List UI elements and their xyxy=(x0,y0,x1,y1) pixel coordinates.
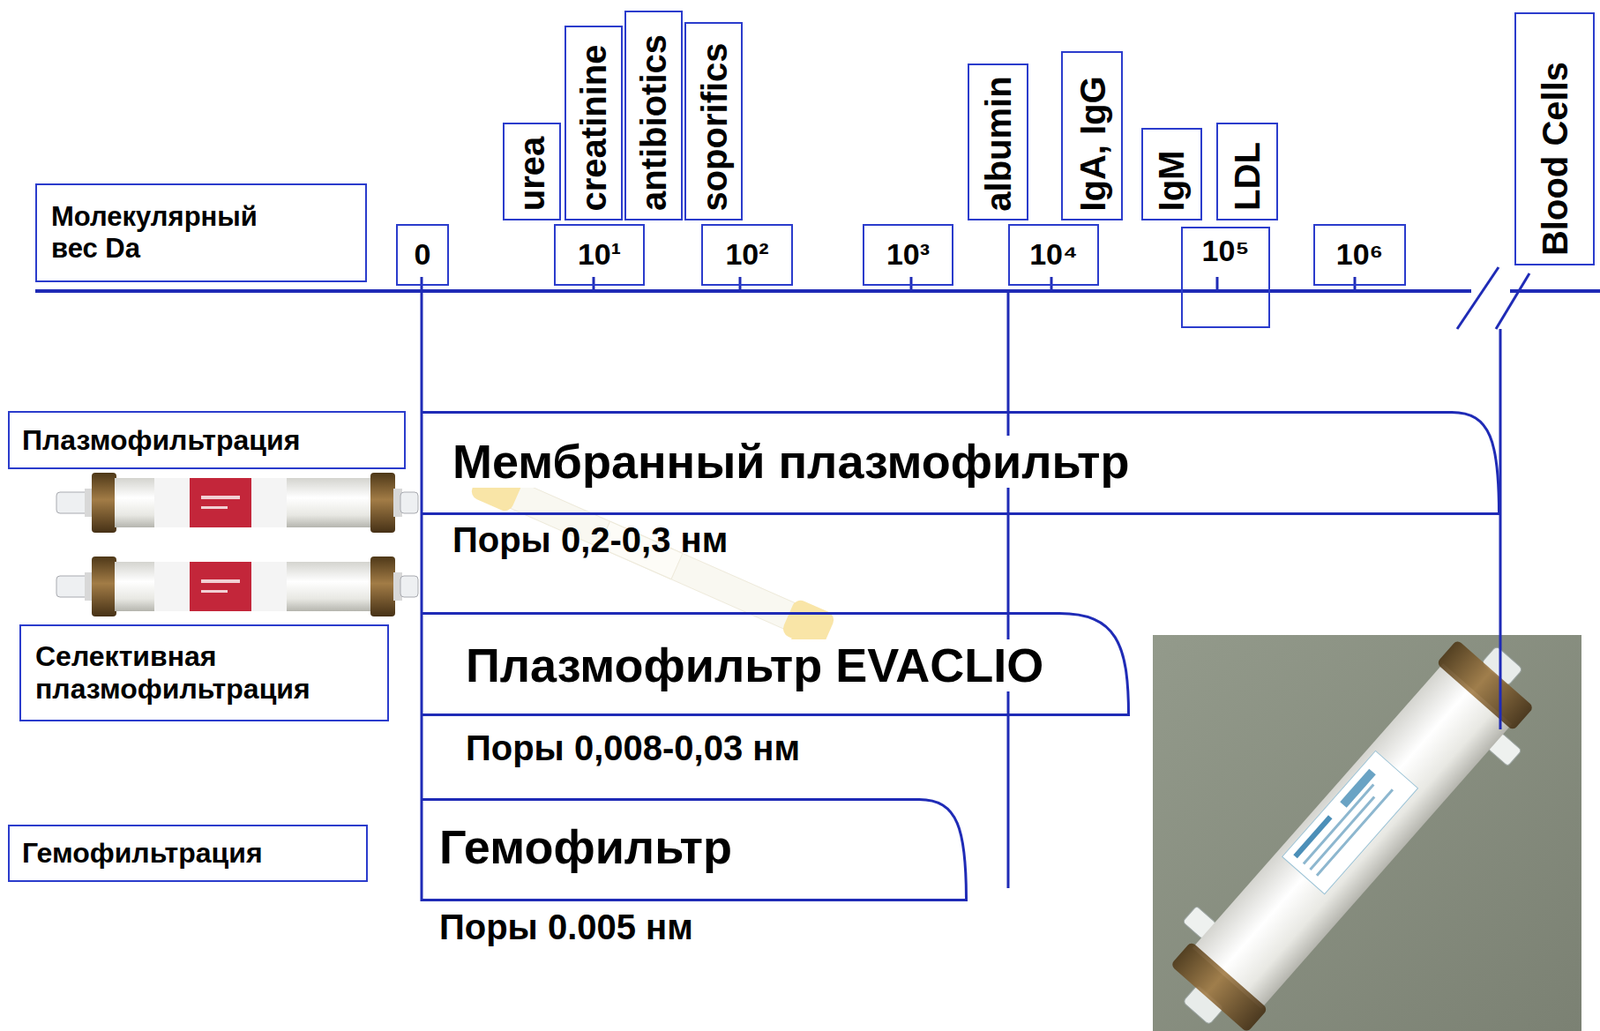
box-label: Плазмофильтрация xyxy=(22,424,300,457)
plasma-filter-photo xyxy=(370,472,396,533)
axis-value-box: 10⁵ xyxy=(1181,226,1271,329)
axis-value: 10³ xyxy=(886,237,930,272)
plasma-filter-photo xyxy=(201,590,228,593)
molecule-box: soporifics xyxy=(684,22,743,221)
box-label: Селективная плазмофильтрация xyxy=(35,640,374,706)
band-outline-path xyxy=(421,613,1129,716)
evaclio-cartridge-photo xyxy=(1339,769,1376,808)
filter-title: Мембранный плазмофильтр xyxy=(447,435,1135,488)
axis-value: 10⁵ xyxy=(1202,233,1250,269)
axis-and-guides xyxy=(1499,328,1503,730)
plasma-filter-photo xyxy=(201,506,228,509)
band-outline-path xyxy=(421,800,967,901)
filter-title: Плазмофильтр EVACLIO xyxy=(460,639,1049,692)
axis-and-guides xyxy=(1510,289,1600,293)
molecule-box: urea xyxy=(502,122,561,221)
axis-and-guides xyxy=(739,276,742,292)
vertical-label: IgM xyxy=(1151,149,1192,211)
plasma-filter-photo xyxy=(114,561,373,612)
axis-value-box: 10⁴ xyxy=(1008,224,1100,286)
axis-value: 10⁶ xyxy=(1336,237,1384,272)
plasma-filter-photo xyxy=(91,472,117,533)
axis-value-box: 10³ xyxy=(862,224,954,286)
evaclio-cartridge-photo xyxy=(1308,796,1376,871)
evaclio-cartridge-photo xyxy=(1282,750,1419,894)
plasma-filter-photo xyxy=(56,472,419,533)
plasma-filter-photo xyxy=(400,575,419,598)
axis-value: 10⁴ xyxy=(1029,237,1078,272)
vertical-label: soporifics xyxy=(693,42,734,211)
plasma-filter-photo xyxy=(91,556,117,617)
plasma-filter-photo xyxy=(154,561,287,612)
pore-size: Поры 0,2-0,3 нм xyxy=(452,522,728,558)
molecule-box: IgA, IgG xyxy=(1061,51,1123,221)
axis-and-guides xyxy=(420,291,424,902)
axis-value-box: 10⁶ xyxy=(1313,224,1406,286)
filter-title: Гемофильтр xyxy=(433,821,738,874)
vertical-label: antibiotics xyxy=(633,34,674,211)
axis-and-guides xyxy=(1216,276,1219,292)
molecule-box: creatinine xyxy=(564,25,623,221)
plasma-filter-photo xyxy=(201,579,240,584)
method-label-box: Гемофильтрация xyxy=(7,824,368,883)
axis-value-box: 10¹ xyxy=(553,224,645,286)
vertical-label: albumin xyxy=(978,75,1019,211)
method-label-box: Плазмофильтрация xyxy=(7,411,406,470)
molecule-box: albumin xyxy=(967,63,1029,221)
evaclio-cartridge-photo xyxy=(1435,639,1534,732)
axis-and-guides xyxy=(35,267,1600,902)
plasma-filter-photo xyxy=(370,556,396,617)
plasma-filter-photo xyxy=(56,556,419,617)
pore-size: Поры 0.005 нм xyxy=(439,909,694,945)
axis-and-guides xyxy=(592,276,596,292)
axis-and-guides xyxy=(1007,291,1010,889)
vertical-label: urea xyxy=(511,135,553,211)
band-outline-path xyxy=(421,412,1500,515)
pore-size: Поры 0,008-0,03 нм xyxy=(465,730,800,766)
molecule-box: IgM xyxy=(1141,127,1203,221)
molecule-box: LDL xyxy=(1216,122,1279,221)
axis-value: 10² xyxy=(725,237,769,272)
plasma-filter-photo xyxy=(201,495,240,500)
filter-band: Плазмофильтр EVACLIO Поры 0,008-0,03 нм xyxy=(421,612,1130,770)
molecule-box: antibiotics xyxy=(624,10,683,221)
plasma-filter-photo xyxy=(154,478,287,528)
axis-and-guides xyxy=(1050,276,1054,292)
vertical-label: creatinine xyxy=(573,44,614,211)
plasma-filter-photo xyxy=(189,561,252,612)
molecule-box: Blood Cells xyxy=(1514,12,1595,266)
axis-title-box: Молекулярный вес Da xyxy=(35,183,367,283)
vertical-label: Blood Cells xyxy=(1534,61,1576,256)
axis-and-guides xyxy=(1495,273,1530,329)
plasma-filter-photo xyxy=(189,478,252,528)
box-label: Молекулярный вес Da xyxy=(51,201,285,264)
axis-value: 10¹ xyxy=(577,237,621,272)
box-label: Гемофильтрация xyxy=(22,837,263,870)
evaclio-cartridge-photo xyxy=(1192,663,1512,1009)
plasma-filter-photo xyxy=(400,492,419,514)
axis-and-guides xyxy=(910,276,913,292)
evaclio-cartridge-photo xyxy=(1315,788,1394,876)
axis-and-guides xyxy=(420,276,424,292)
axis-value-box: 10² xyxy=(701,224,793,286)
filter-band: Мембранный плазмофильтрПоры 0,2-0,3 нм xyxy=(421,411,1501,561)
plasma-filter-photo xyxy=(114,478,373,528)
vertical-label: IgA, IgG xyxy=(1071,75,1113,211)
evaclio-cartridge-photo xyxy=(1170,941,1269,1031)
method-label-box: Селективная плазмофильтрация xyxy=(19,624,389,722)
axis-and-guides xyxy=(1353,276,1357,292)
vertical-label: LDL xyxy=(1226,142,1268,211)
axis-value: 0 xyxy=(414,237,432,272)
filter-band: ГемофильтрПоры 0.005 нм xyxy=(421,798,968,949)
axis-value-box: 0 xyxy=(396,224,449,286)
axis-and-guides xyxy=(35,289,1472,293)
axis-and-guides xyxy=(1457,267,1499,329)
